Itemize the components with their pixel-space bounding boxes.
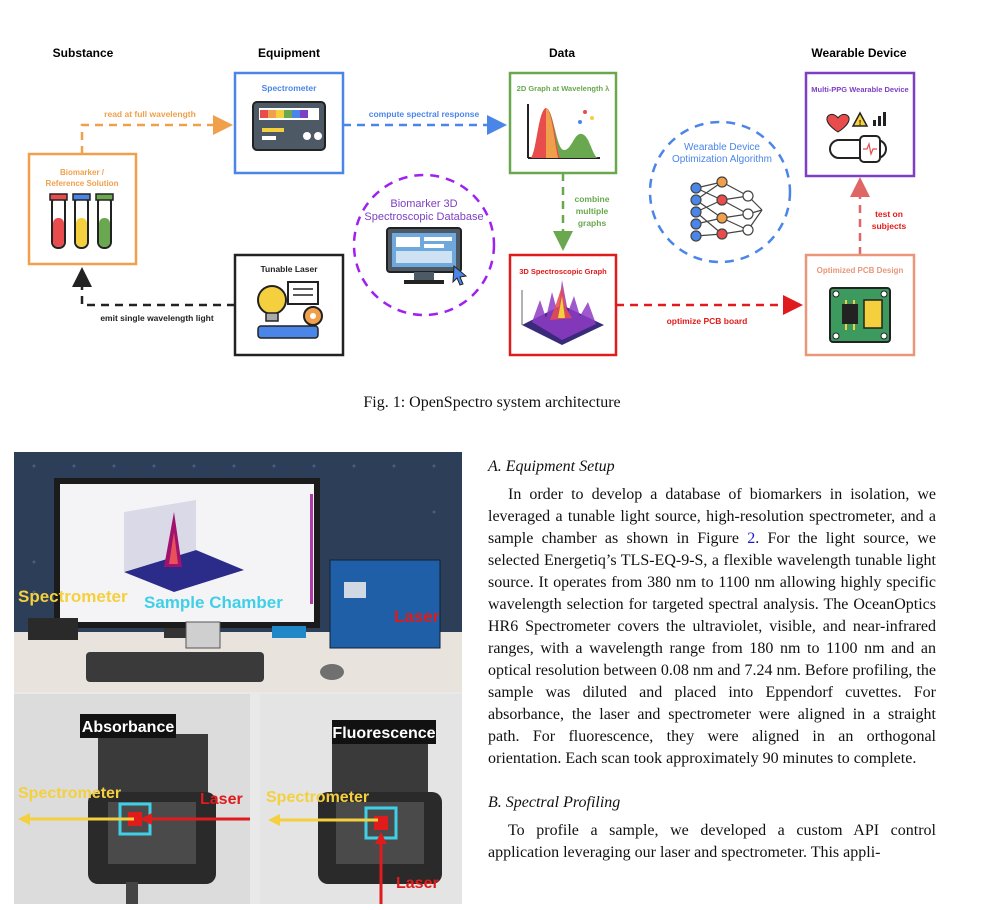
- system-architecture-diagram: Substance Equipment Data Wearable Device…: [27, 46, 916, 357]
- lab-setup-photo: Spectrometer Sample Chamber Laser Absorb…: [14, 452, 462, 904]
- figure1-caption: Fig. 1: OpenSpectro system architecture: [363, 394, 621, 411]
- combine-label-2: multiple: [576, 206, 609, 216]
- emit-arrow: [72, 267, 235, 307]
- biomarker-label-1: Biomarker /: [60, 168, 105, 177]
- header-wearable-device: Wearable Device: [811, 46, 906, 60]
- sample-chamber: [185, 621, 221, 649]
- read-arrow-label: read at full wavelength: [104, 109, 196, 119]
- body-text-column: A. Equipment Setup In order to develop a…: [488, 456, 936, 864]
- lightbulb-gear-icon: [257, 281, 323, 339]
- section-a-text-1: In order to develop a database of biomar…: [488, 486, 936, 547]
- label-laser-top: Laser: [394, 607, 440, 626]
- algorithm-circle: [648, 120, 792, 264]
- database-label-2: Spectroscopic Database: [364, 211, 483, 223]
- header-equipment: Equipment: [258, 46, 320, 60]
- combine-label-1: combine: [575, 194, 610, 204]
- label-sample-chamber: Sample Chamber: [144, 593, 283, 612]
- algorithm-label-1: Wearable Device: [684, 142, 760, 153]
- graph2d-label: 2D Graph at Wavelength λ: [517, 84, 610, 93]
- neural-network-icon: [690, 176, 763, 242]
- label-laser-abs: Laser: [200, 791, 243, 808]
- spectrometer-label: Spectrometer: [262, 83, 317, 93]
- label-spectrometer-flu: Spectrometer: [266, 789, 369, 806]
- section-b-paragraph: To profile a sample, we developed a cust…: [488, 822, 936, 861]
- label-fluorescence: Fluorescence: [332, 725, 435, 742]
- label-absorbance: Absorbance: [82, 719, 175, 736]
- pcb-label: Optimized PCB Design: [817, 266, 904, 275]
- label-laser-flu: Laser: [396, 875, 439, 892]
- header-data: Data: [549, 46, 575, 60]
- pcb-icon: [829, 287, 891, 343]
- database-label-1: Biomarker 3D: [390, 198, 457, 210]
- smartwatch-icon: !: [826, 111, 887, 163]
- biomarker-label-2: Reference Solution: [46, 179, 119, 188]
- compute-arrow-label: compute spectral response: [369, 109, 480, 119]
- graph2d-icon: [527, 104, 600, 159]
- tunable-laser-label: Tunable Laser: [261, 264, 319, 274]
- wearable-label: Multi-PPG Wearable Device: [811, 85, 908, 94]
- laser-unit: [329, 559, 441, 649]
- monitor-icon: [386, 227, 468, 286]
- svg-text:!: !: [859, 120, 861, 127]
- test-tubes-icon: [49, 193, 114, 249]
- section-a-title: A. Equipment Setup: [488, 458, 615, 475]
- graph3d-label: 3D Spectroscopic Graph: [519, 267, 607, 276]
- section-a-paragraph: In order to develop a database of biomar…: [488, 484, 936, 770]
- header-substance: Substance: [53, 46, 114, 60]
- emit-arrow-label: emit single wavelength light: [100, 313, 214, 323]
- combine-label-3: graphs: [578, 218, 607, 228]
- optimize-arrow-label: optimize PCB board: [667, 316, 748, 326]
- spectrometer-unit: [28, 618, 78, 640]
- section-b-title: B. Spectral Profiling: [488, 794, 621, 811]
- label-spectrometer-top: Spectrometer: [18, 587, 128, 606]
- test-label-1: test on: [875, 209, 903, 219]
- test-label-2: subjects: [872, 221, 907, 231]
- spectrometer-icon: [252, 101, 326, 151]
- figure-2-link[interactable]: 2: [747, 530, 756, 547]
- section-a-text-2: . For the light source, we selected Ener…: [488, 530, 936, 767]
- algorithm-label-2: Optimization Algorithm: [672, 154, 772, 165]
- label-spectrometer-abs: Spectrometer: [18, 785, 121, 802]
- read-arrow: [80, 115, 233, 154]
- graph3d-icon: [521, 280, 604, 345]
